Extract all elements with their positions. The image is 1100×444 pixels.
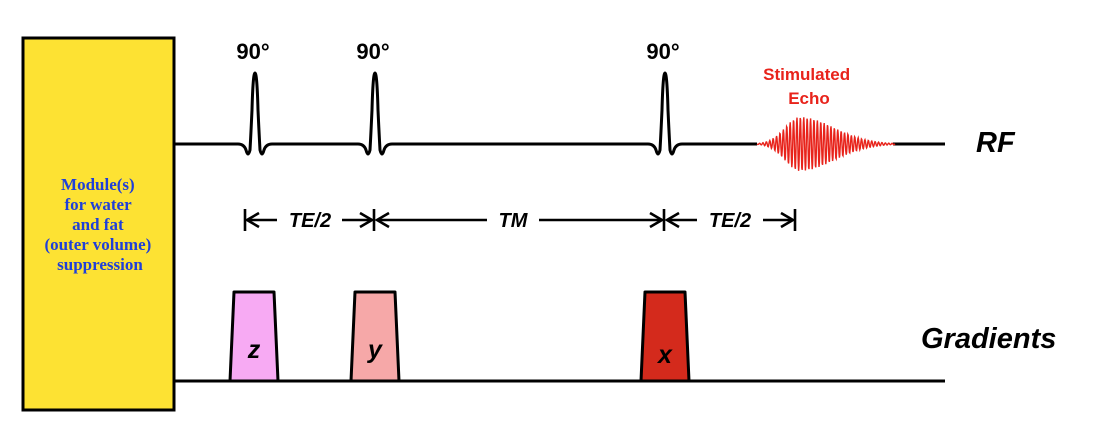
stimulated-echo — [756, 117, 896, 171]
module-text: Module(s) for water and fat (outer volum… — [44, 175, 155, 274]
gradient-z-pulse — [228, 290, 280, 383]
rf-pulse-1-angle: 90° — [236, 39, 269, 64]
module-box — [21, 36, 176, 412]
timing-row — [243, 209, 797, 231]
rf-row: 90° 90° 90° Stimulated Echo RF — [175, 39, 1016, 171]
gradient-x-label: x — [656, 341, 673, 369]
gradients-row: z y x Gradients — [175, 290, 1056, 383]
gradient-x-pulse — [639, 290, 691, 383]
gradient-z-label: z — [247, 336, 261, 364]
gradient-z: z — [228, 290, 280, 383]
rf-pulse-2-angle: 90° — [356, 39, 389, 64]
module-line-3: and fat — [72, 215, 124, 234]
gradient-y: y — [349, 290, 401, 383]
te-half-2-label: TE/2 — [709, 210, 751, 232]
tm-right-arrowhead — [649, 211, 665, 229]
module-line-4: (outer volume) — [44, 235, 151, 254]
echo-label-line-2: Echo — [788, 89, 830, 108]
gradients-label: Gradients — [921, 323, 1056, 355]
rf-label: RF — [976, 127, 1016, 159]
tm-label: TM — [499, 210, 529, 232]
module-line-1: Module(s) — [61, 175, 135, 194]
echo-label: Stimulated Echo — [763, 65, 855, 108]
suppression-module: Module(s) for water and fat (outer volum… — [21, 36, 176, 412]
module-line-2: for water — [64, 195, 132, 214]
rf-pulse-3-angle: 90° — [646, 39, 679, 64]
gradient-y-label: y — [366, 336, 383, 364]
module-line-5: suppression — [57, 255, 143, 274]
gradient-y-pulse — [349, 290, 401, 383]
gradient-x: x — [639, 290, 691, 383]
te-half-1-label: TE/2 — [289, 210, 331, 232]
te1-right-arrowhead — [359, 211, 375, 229]
te2-right-arrowhead — [780, 211, 796, 229]
rf-baseline-start — [175, 71, 757, 156]
echo-label-line-1: Stimulated — [763, 65, 850, 84]
